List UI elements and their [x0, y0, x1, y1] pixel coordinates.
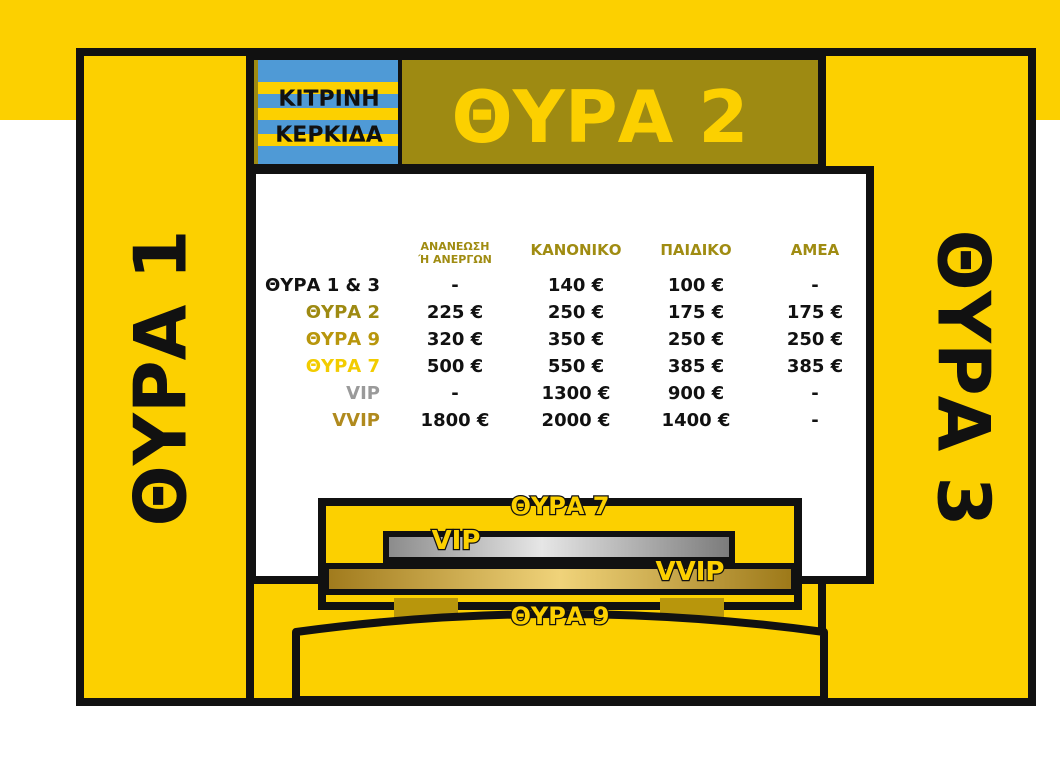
vvip-label: VVIP — [656, 557, 725, 587]
header-regular: ΚΑΝΟΝΙΚΟ — [530, 241, 621, 259]
header-child: ΠΑΙΔΙΚΟ — [660, 241, 731, 259]
row-child: 175 € — [668, 302, 724, 323]
header-renewal-line2: Ή ΑΝΕΡΓΩΝ — [417, 253, 492, 266]
row-child: 1400 € — [662, 410, 731, 431]
row-regular: 550 € — [548, 356, 604, 377]
row-child: 100 € — [668, 275, 724, 296]
vip-label: VIP — [432, 526, 481, 556]
gate9-stand[interactable] — [292, 610, 828, 704]
gate2-label: ΘΥΡΑ 2 — [452, 75, 749, 159]
row-regular: 140 € — [548, 275, 604, 296]
row-renewal: 320 € — [427, 329, 483, 350]
row-renewal: 225 € — [427, 302, 483, 323]
vip-section[interactable] — [383, 531, 735, 563]
row-gate: VIP — [346, 383, 380, 404]
gate1-stand[interactable] — [76, 48, 254, 706]
row-gate: ΘΥΡΑ 2 — [306, 302, 380, 323]
row-amea: - — [811, 410, 818, 431]
row-amea: - — [811, 383, 818, 404]
row-regular: 1300 € — [542, 383, 611, 404]
gate9-label: ΘΥΡΑ 9 — [511, 602, 610, 630]
row-renewal: - — [451, 383, 458, 404]
row-renewal: - — [451, 275, 458, 296]
row-child: 900 € — [668, 383, 724, 404]
row-gate: ΘΥΡΑ 1 & 3 — [265, 275, 380, 296]
vvip-section[interactable] — [323, 563, 797, 595]
row-amea: 175 € — [787, 302, 843, 323]
row-amea: 250 € — [787, 329, 843, 350]
row-regular: 350 € — [548, 329, 604, 350]
header-amea: ΑΜΕΑ — [791, 241, 840, 259]
gate1-label: ΘΥΡΑ 1 — [119, 230, 203, 527]
row-amea: - — [811, 275, 818, 296]
price-table-rows: ΘΥΡΑ 1 & 3 - 140 € 100 € - ΘΥΡΑ 2 225 € … — [265, 275, 843, 431]
row-regular: 2000 € — [542, 410, 611, 431]
row-child: 385 € — [668, 356, 724, 377]
kitrini-line2: ΚΕΡΚΙΔΑ — [275, 123, 383, 148]
gate3-label: ΘΥΡΑ 3 — [921, 230, 1005, 527]
price-table-headers: ΑΝΑΝΕΩΣΗ Ή ΑΝΕΡΓΩΝ ΚΑΝΟΝΙΚΟ ΠΑΙΔΙΚΟ ΑΜΕΑ — [417, 240, 839, 266]
row-gate: ΘΥΡΑ 9 — [306, 329, 380, 350]
row-gate: ΘΥΡΑ 7 — [306, 356, 380, 377]
row-regular: 250 € — [548, 302, 604, 323]
gate7-label: ΘΥΡΑ 7 — [511, 492, 610, 520]
kitrini-line1: ΚΙΤΡΙΝΗ — [278, 87, 379, 112]
row-child: 250 € — [668, 329, 724, 350]
row-gate: VVIP — [332, 410, 380, 431]
row-renewal: 500 € — [427, 356, 483, 377]
kitrini-kerkida-block[interactable] — [258, 56, 402, 168]
row-amea: 385 € — [787, 356, 843, 377]
header-renewal-line1: ΑΝΑΝΕΩΣΗ — [420, 240, 489, 253]
row-renewal: 1800 € — [421, 410, 490, 431]
